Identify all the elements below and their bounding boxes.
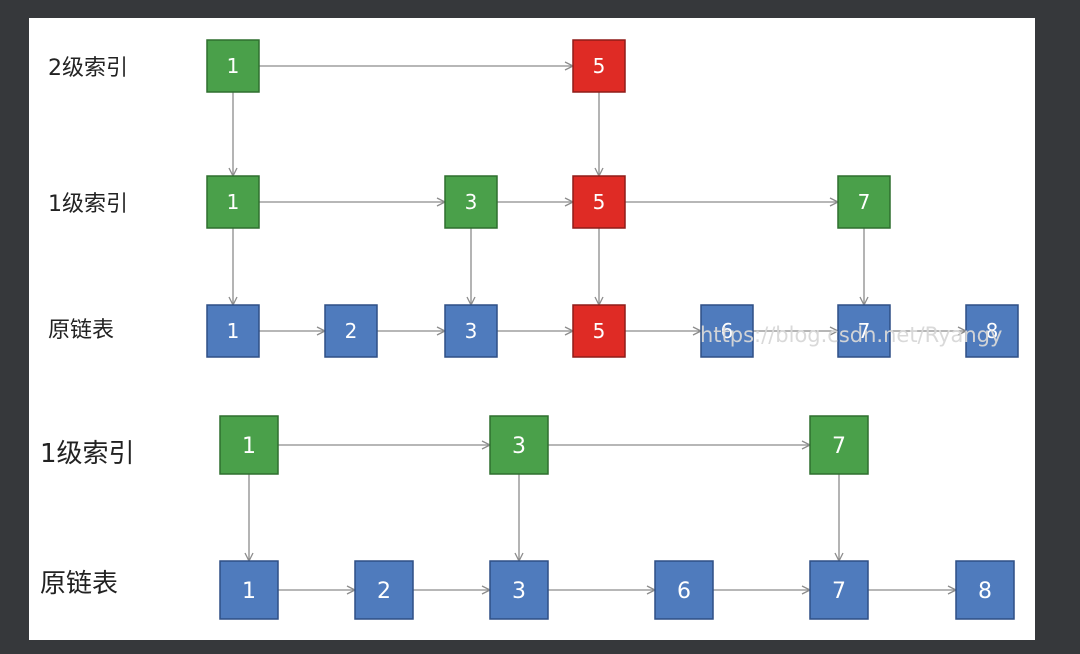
label-base-list: 原链表 xyxy=(48,318,114,343)
top-base-node-7: 7 xyxy=(837,304,891,358)
node-label: 1 xyxy=(242,434,256,459)
node-label: 7 xyxy=(832,434,846,459)
node-box xyxy=(354,560,414,620)
node-box xyxy=(809,560,869,620)
node-label: 6 xyxy=(721,319,734,343)
node-label: 1 xyxy=(227,54,240,78)
bottom-base-node-3: 3 xyxy=(489,560,549,620)
node-box xyxy=(206,175,260,229)
node-label: 2 xyxy=(345,319,358,343)
diagram-top: 2级索引 1级索引 原链表 1 5 1 3 5 7 1 2 3 5 6 7 8 https://blog… xyxy=(48,39,1019,358)
bottom-arrows xyxy=(249,445,956,590)
bottom-level1-node-1: 1 xyxy=(219,415,279,475)
node-box xyxy=(489,560,549,620)
node-box xyxy=(809,415,869,475)
node-box xyxy=(700,304,754,358)
node-box xyxy=(572,175,626,229)
node-label: 2 xyxy=(377,579,391,604)
node-label: 1 xyxy=(242,579,256,604)
node-box xyxy=(219,415,279,475)
node-label: 8 xyxy=(986,319,999,343)
node-label: 5 xyxy=(593,54,606,78)
node-box xyxy=(837,175,891,229)
node-label: 5 xyxy=(593,319,606,343)
node-box xyxy=(206,304,260,358)
node-box xyxy=(837,304,891,358)
label-level2-index: 2级索引 xyxy=(48,56,128,81)
label-base-list-2: 原链表 xyxy=(40,569,118,599)
node-box xyxy=(955,560,1015,620)
top-base-node-3: 3 xyxy=(444,304,498,358)
node-label: 8 xyxy=(978,579,992,604)
node-label: 7 xyxy=(832,579,846,604)
top-level2-node-1: 1 xyxy=(206,39,260,93)
node-label: 3 xyxy=(512,434,526,459)
node-label: 1 xyxy=(227,190,240,214)
bottom-base-node-6: 6 xyxy=(654,560,714,620)
bottom-base-node-1: 1 xyxy=(219,560,279,620)
node-box xyxy=(965,304,1019,358)
node-box xyxy=(572,39,626,93)
node-box xyxy=(572,304,626,358)
bottom-base-node-2: 2 xyxy=(354,560,414,620)
top-level1-node-3: 3 xyxy=(444,175,498,229)
node-box xyxy=(219,560,279,620)
node-box xyxy=(444,175,498,229)
node-label: 3 xyxy=(512,579,526,604)
top-level2-node-5: 5 xyxy=(572,39,626,93)
top-base-node-8: 8 xyxy=(965,304,1019,358)
bottom-base-node-7: 7 xyxy=(809,560,869,620)
watermark: https://blog.csdn.net/Ryangy xyxy=(700,323,1002,347)
top-level1-node-7: 7 xyxy=(837,175,891,229)
node-label: 3 xyxy=(465,319,478,343)
node-label: 5 xyxy=(593,190,606,214)
bottom-base-node-8: 8 xyxy=(955,560,1015,620)
node-label: 1 xyxy=(227,319,240,343)
node-box xyxy=(206,39,260,93)
top-base-node-6: 6 xyxy=(700,304,754,358)
bottom-level1-node-7: 7 xyxy=(809,415,869,475)
node-box xyxy=(489,415,549,475)
top-base-node-5: 5 xyxy=(572,304,626,358)
node-label: 6 xyxy=(677,579,691,604)
label-level1-index: 1级索引 xyxy=(48,192,128,217)
label-level1-index-2: 1级索引 xyxy=(40,439,135,469)
top-nodes: 1 5 1 3 5 7 1 2 3 5 6 7 8 xyxy=(206,39,1019,358)
bottom-level1-node-3: 3 xyxy=(489,415,549,475)
node-label: 3 xyxy=(465,190,478,214)
top-level1-node-1: 1 xyxy=(206,175,260,229)
node-label: 7 xyxy=(858,319,871,343)
node-box xyxy=(324,304,378,358)
node-box xyxy=(654,560,714,620)
node-box xyxy=(444,304,498,358)
top-level1-node-5: 5 xyxy=(572,175,626,229)
node-label: 7 xyxy=(858,190,871,214)
top-arrows xyxy=(233,66,966,331)
top-base-node-1: 1 xyxy=(206,304,260,358)
top-base-node-2: 2 xyxy=(324,304,378,358)
